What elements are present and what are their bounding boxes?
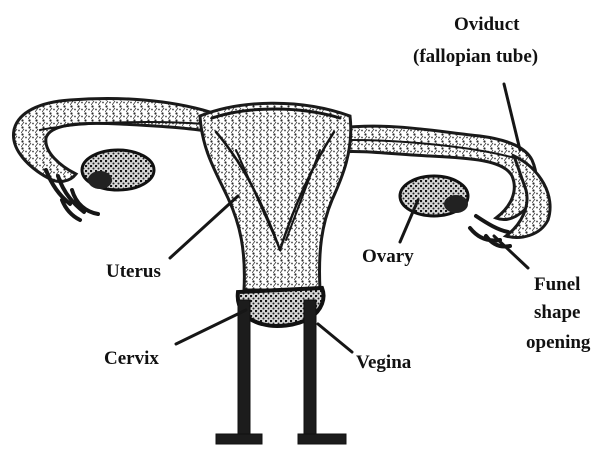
uterus-leader — [170, 196, 238, 258]
label-funnel-line1: Funel — [534, 274, 580, 295]
funnel-leader — [494, 236, 528, 268]
oviduct-leader — [504, 84, 520, 150]
vagina-leader — [318, 324, 352, 352]
label-funnel-line2: shape — [534, 302, 580, 323]
uterus-body — [200, 103, 351, 290]
label-vagina: Vegina — [356, 352, 412, 373]
right-ovary — [400, 176, 468, 216]
label-ovary: Ovary — [362, 246, 414, 267]
left-ovary — [82, 150, 154, 190]
label-uterus: Uterus — [106, 261, 161, 282]
label-funnel-line3: opening — [526, 332, 591, 353]
label-oviduct-line2: (fallopian tube) — [413, 46, 538, 67]
cervix-leader — [176, 310, 246, 344]
label-cervix: Cervix — [104, 348, 159, 369]
label-oviduct-line1: Oviduct — [454, 14, 520, 35]
